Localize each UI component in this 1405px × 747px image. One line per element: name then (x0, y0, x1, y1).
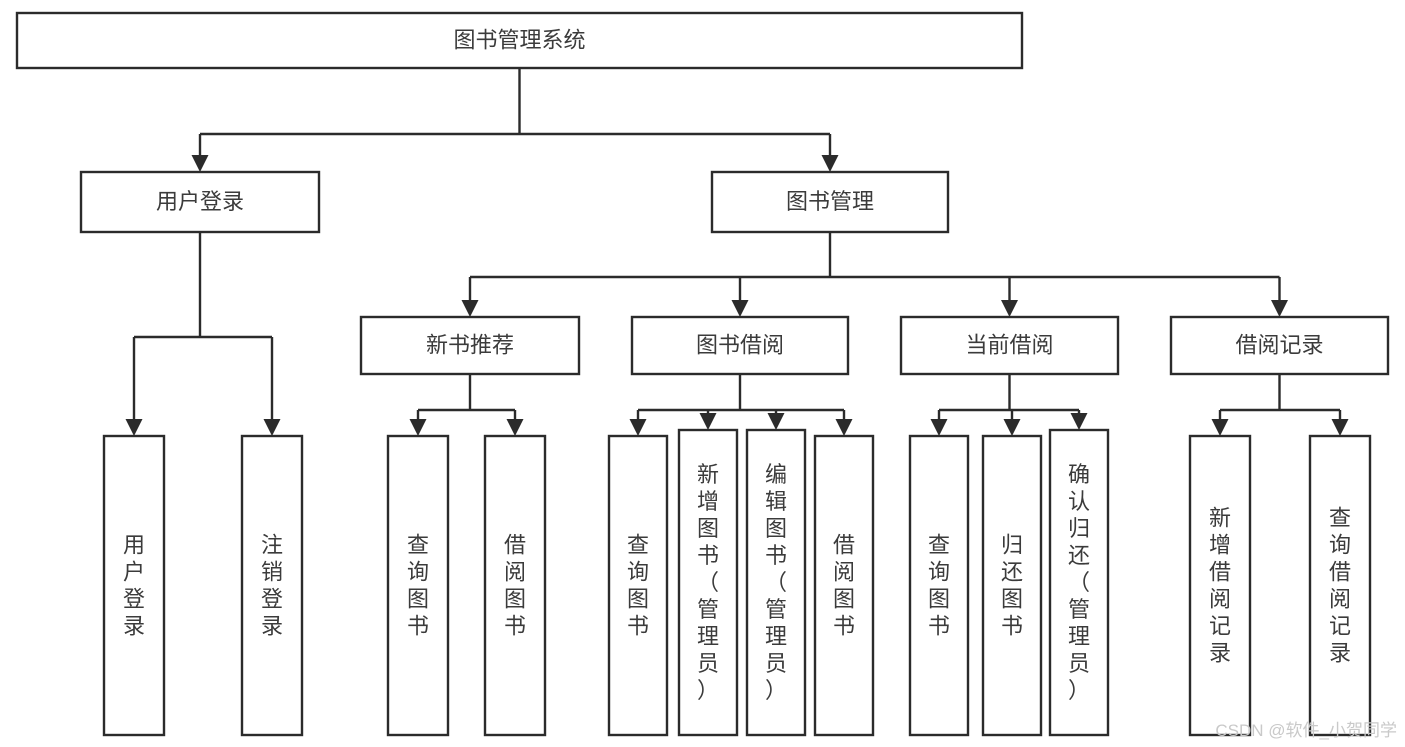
node-label-book-borrow: 图书借阅 (696, 332, 784, 357)
leaf-label-leaf-add-book: 新增图书（管理员） (697, 462, 719, 703)
arrowhead-icon-leaf-borrow-book-2 (835, 419, 853, 436)
arrowhead-icon-leaf-add-record (1211, 419, 1229, 436)
node-root[interactable]: 图书管理系统 (15, 11, 1024, 70)
arrowhead-icon-book-manage (821, 155, 839, 172)
arrowhead-icon-leaf-borrow-book-1 (506, 419, 524, 436)
arrowhead-icon-new-book-recommend (461, 300, 479, 317)
watermark-text: CSDN @软件_小贺同学 (1215, 721, 1397, 740)
node-leaf-query-book-2[interactable]: 查询图书 (607, 434, 669, 737)
node-label-new-book-recommend: 新书推荐 (426, 332, 514, 357)
arrowhead-icon-leaf-query-book-2 (629, 419, 647, 436)
node-leaf-query-record[interactable]: 查询借阅记录 (1308, 434, 1372, 737)
node-leaf-add-book[interactable]: 新增图书（管理员） (677, 428, 739, 737)
arrowhead-icon-leaf-query-record (1331, 419, 1349, 436)
arrowhead-icon-borrow-record (1271, 300, 1288, 317)
node-leaf-user-logout[interactable]: 注销登录 (240, 434, 304, 737)
leaf-label-leaf-borrow-book-1: 借阅图书 (504, 533, 526, 639)
leaf-label-leaf-query-book-2: 查询图书 (627, 533, 649, 639)
node-leaf-query-book-3[interactable]: 查询图书 (908, 434, 970, 737)
node-leaf-borrow-book-2[interactable]: 借阅图书 (813, 434, 875, 737)
node-leaf-borrow-book-1[interactable]: 借阅图书 (483, 434, 547, 737)
leaf-label-leaf-confirm-return: 确认归还（管理员） (1068, 462, 1090, 703)
node-label-borrow-record: 借阅记录 (1235, 332, 1323, 357)
leaf-label-leaf-return-book: 归还图书 (1001, 533, 1023, 639)
node-leaf-add-record[interactable]: 新增借阅记录 (1188, 434, 1252, 737)
node-leaf-return-book[interactable]: 归还图书 (981, 434, 1043, 737)
node-leaf-confirm-return[interactable]: 确认归还（管理员） (1048, 428, 1110, 737)
leaf-label-leaf-user-login: 用户登录 (123, 533, 145, 639)
node-user-login[interactable]: 用户登录 (79, 170, 321, 234)
leaf-label-leaf-edit-book: 编辑图书（管理员） (765, 462, 787, 703)
leaf-label-leaf-user-logout: 注销登录 (261, 533, 283, 639)
arrowhead-icon-current-borrow (1001, 300, 1018, 317)
node-layer: 图书管理系统用户登录图书管理新书推荐图书借阅当前借阅借阅记录用户登录注销登录查询… (15, 11, 1390, 737)
arrowhead-icon-leaf-query-book-1 (409, 419, 427, 436)
connector-layer (125, 68, 1349, 436)
leaf-label-leaf-add-record: 新增借阅记录 (1209, 506, 1231, 666)
arrowhead-icon-leaf-edit-book (767, 413, 785, 430)
root-node-label: 图书管理系统 (453, 27, 585, 52)
arrowhead-icon-user-login (191, 155, 209, 172)
leaf-label-leaf-query-record: 查询借阅记录 (1329, 506, 1351, 666)
node-borrow-record[interactable]: 借阅记录 (1169, 315, 1390, 376)
leaf-label-leaf-query-book-1: 查询图书 (407, 533, 429, 639)
node-current-borrow[interactable]: 当前借阅 (899, 315, 1120, 376)
node-book-manage[interactable]: 图书管理 (710, 170, 950, 234)
arrowhead-icon-leaf-return-book (1003, 419, 1021, 436)
leaf-label-leaf-query-book-3: 查询图书 (928, 533, 950, 639)
node-leaf-edit-book[interactable]: 编辑图书（管理员） (745, 428, 807, 737)
node-leaf-query-book-1[interactable]: 查询图书 (386, 434, 450, 737)
node-leaf-user-login[interactable]: 用户登录 (102, 434, 166, 737)
node-new-book-recommend[interactable]: 新书推荐 (359, 315, 581, 376)
arrowhead-icon-leaf-user-login (125, 419, 143, 436)
arrowhead-icon-leaf-add-book (699, 413, 717, 430)
arrowhead-icon-leaf-confirm-return (1070, 413, 1088, 430)
node-label-book-manage: 图书管理 (786, 189, 874, 214)
arrowhead-icon-book-borrow (731, 300, 749, 317)
node-label-user-login: 用户登录 (156, 189, 244, 214)
leaf-label-leaf-borrow-book-2: 借阅图书 (833, 533, 855, 639)
node-book-borrow[interactable]: 图书借阅 (630, 315, 850, 376)
arrowhead-icon-leaf-query-book-3 (930, 419, 948, 436)
node-label-current-borrow: 当前借阅 (965, 332, 1053, 357)
arrowhead-icon-leaf-user-logout (263, 419, 281, 436)
